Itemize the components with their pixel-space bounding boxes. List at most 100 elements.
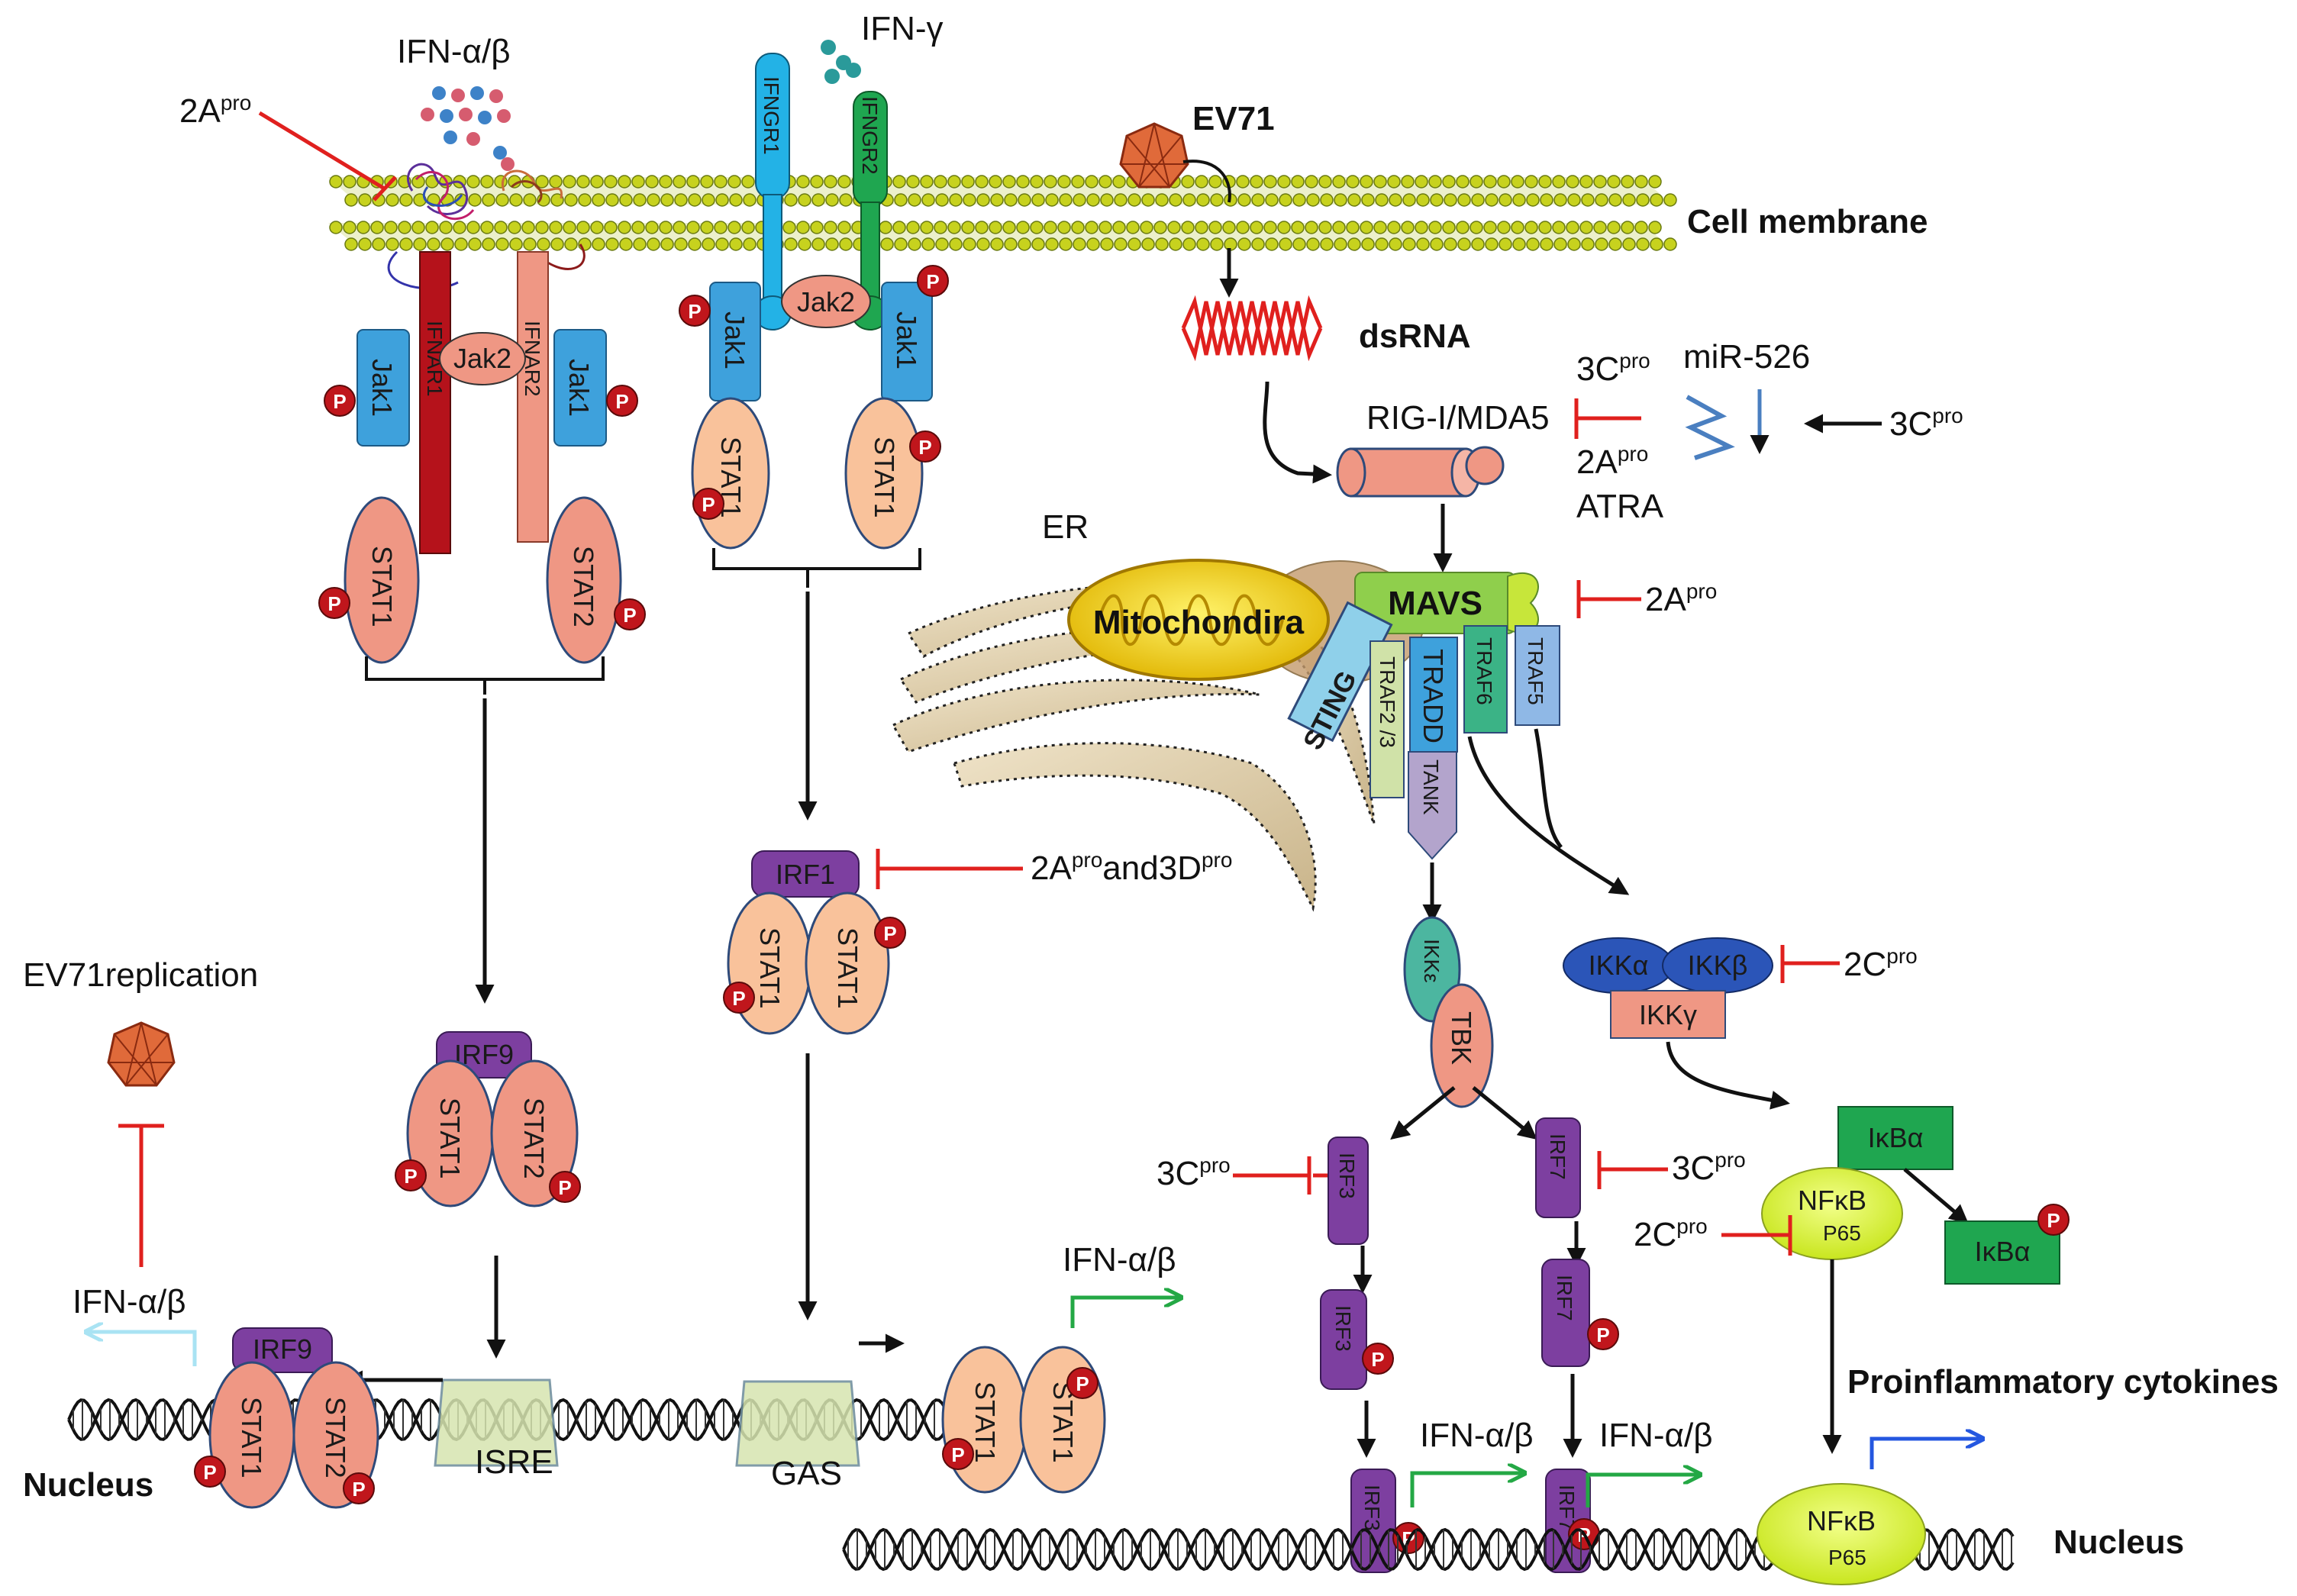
traf6 [1463, 625, 1508, 734]
arrow-tbk-to-irf7 [1472, 1086, 1537, 1140]
tradd [1409, 637, 1458, 753]
phospho-jak1-left-b: P [606, 385, 638, 417]
dsrna-label: dsRNA [1359, 318, 1471, 355]
svg-text:P: P [404, 1165, 417, 1188]
svg-text:P: P [327, 592, 340, 615]
stat1-complex-label: STAT1 [434, 1098, 466, 1179]
inhibitor-2a-top: 2Apro [179, 91, 251, 130]
irf3-a-label: IRF3 [1335, 1153, 1359, 1199]
stat1-left-label: STAT1 [366, 546, 398, 627]
phospho-jak1-mid-b: P [917, 265, 949, 297]
phospho-stat2-dna-left: P [343, 1472, 375, 1504]
phospho-irf3-b: P [1362, 1343, 1394, 1375]
mitochondria-label: Mitochondira [1093, 604, 1305, 641]
svg-text:P: P [702, 493, 715, 516]
rig-mda5-label: RIG-I/MDA5 [1366, 399, 1550, 437]
arrow-ifn-ab-irf3 [1410, 1473, 1523, 1507]
arrow-ifn-ab-left [88, 1332, 197, 1366]
membrane-beads-bottom [329, 221, 1677, 251]
rig-i-mda5 [1336, 446, 1505, 498]
irf7-b [1541, 1259, 1590, 1367]
inhibitor-2c-ikk: 2Cpro [1844, 944, 1918, 983]
irf3-a [1328, 1137, 1369, 1245]
arrow-proinflammatory [1870, 1439, 1981, 1469]
traf5-label: TRAF5 [1524, 637, 1547, 705]
mavs-label: MAVS [1388, 585, 1482, 622]
stat1-irf1-b [805, 892, 890, 1035]
nucleus-right-label: Nucleus [2053, 1523, 2184, 1561]
svg-text:P: P [203, 1461, 216, 1484]
inhibitor-2c-nfkb: 2Cpro [1634, 1214, 1708, 1253]
mir526-label: miR-526 [1683, 338, 1810, 376]
irf7-b-label: IRF7 [1553, 1275, 1576, 1321]
ifnar2 [517, 251, 549, 543]
svg-text:P: P [926, 270, 939, 293]
cell-membrane-label: Cell membrane [1687, 203, 1928, 240]
irf1-label: IRF1 [776, 859, 835, 890]
ikba-phospho [1944, 1220, 2060, 1285]
p65-cytoplasm-label: P65 [1823, 1221, 1861, 1245]
ifn-ab-irf7-label: IFN-α/β [1599, 1417, 1713, 1454]
stat2-complex [490, 1059, 579, 1207]
svg-text:P: P [352, 1478, 365, 1501]
nfkb-nucleus-label: NFκB [1807, 1505, 1876, 1536]
tbk [1430, 983, 1494, 1108]
stat1-mid-b [844, 397, 924, 550]
svg-text:P: P [623, 604, 636, 627]
nucleus-left-label: Nucleus [23, 1466, 153, 1504]
phospho-stat1-irf1-a: P [723, 982, 755, 1014]
mir526-icon [1685, 395, 1735, 460]
stat2-left [546, 496, 622, 664]
phospho-stat1-mid-a: P [692, 488, 724, 520]
bracket-left [365, 656, 605, 695]
ifnar-extracellular-tangle [407, 163, 563, 221]
bracket-mid [712, 548, 921, 588]
ev71-virus-icon [1119, 122, 1189, 189]
ikkg [1610, 990, 1726, 1039]
ifngr1 [753, 53, 792, 330]
ifngr2 [851, 91, 889, 330]
svg-text:P: P [333, 390, 346, 413]
svg-text:P: P [688, 300, 701, 323]
jak1-left-a-label: Jak1 [366, 359, 398, 417]
isre-element [434, 1378, 559, 1467]
svg-text:P: P [2047, 1209, 2060, 1232]
stat2-complex-label: STAT2 [518, 1098, 550, 1179]
jak1-left-a [356, 329, 410, 447]
atra-label: ATRA [1576, 488, 1664, 525]
phospho-stat1-left: P [318, 587, 350, 619]
gas-label: GAS [771, 1455, 842, 1492]
phospho-stat1-dna-mid-b: P [1066, 1367, 1098, 1399]
inhibitor-3c-rig: 3Cpro [1576, 349, 1650, 388]
irf7-a [1535, 1117, 1581, 1218]
stat1-left [344, 496, 420, 664]
inhibitor-2a-mavs: 2Apro [1645, 579, 1717, 618]
inhibitor-irf1-label: 2Aproand3Dpro [1031, 848, 1232, 887]
stat2-left-label: STAT2 [568, 546, 599, 627]
ikke-label: IKKε [1420, 939, 1444, 983]
stat2-dna-left-label: STAT2 [320, 1397, 351, 1478]
irf9-dna [232, 1327, 333, 1373]
stat1-dna-left-label: STAT1 [236, 1397, 267, 1478]
irf1 [751, 850, 860, 898]
irf9-dna-label: IRF9 [253, 1333, 312, 1365]
ev71-label: EV71 [1192, 100, 1275, 137]
irf7-a-label: IRF7 [1546, 1133, 1570, 1180]
inhibitor-3c-irf7: 3Cpro [1672, 1148, 1746, 1187]
ifngr2-label: IFNGR2 [858, 96, 882, 175]
phospho-stat1-irf1-b: P [874, 917, 906, 949]
stat1-irf1-a-label: STAT1 [754, 927, 786, 1009]
arrow-ikba-phospho [1903, 1168, 1969, 1224]
tank-label: TANK [1419, 759, 1443, 815]
ifn-g-ligands [821, 40, 861, 84]
jak1-left-b-label: Jak1 [563, 359, 595, 417]
arrow-ikk-to-ikba [1666, 1041, 1790, 1110]
arrow-tbk-to-irf3 [1390, 1086, 1456, 1140]
p65-nucleus-label: P65 [1828, 1546, 1866, 1569]
cell-membrane [328, 175, 1677, 251]
svg-text:P: P [1596, 1324, 1609, 1346]
svg-text:P: P [951, 1443, 964, 1466]
jak2-mid-label: Jak2 [797, 286, 855, 318]
phospho-jak1-mid-a: P [679, 295, 711, 327]
irf3-dna-label: IRF3 [1360, 1485, 1384, 1531]
